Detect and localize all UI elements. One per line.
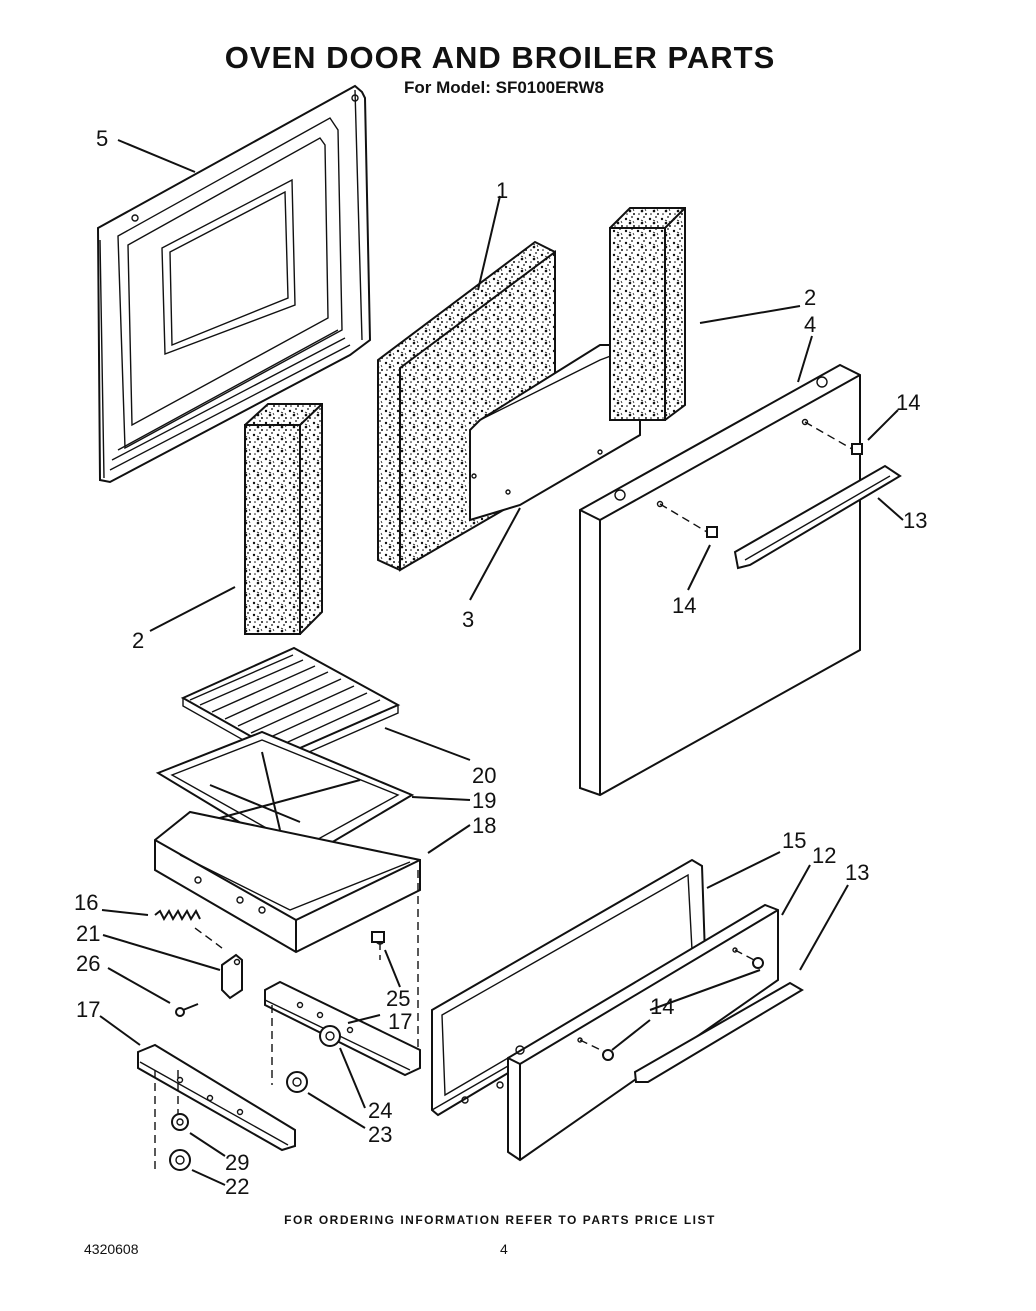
callout-3: 3 [462, 607, 474, 632]
clip-25 [371, 931, 385, 960]
callout-23: 23 [368, 1122, 392, 1147]
latch-screw [175, 1003, 199, 1017]
main-insulation-block [377, 240, 641, 572]
page-title: OVEN DOOR AND BROILER PARTS [224, 40, 776, 75]
broiler-door-handle [579, 949, 804, 1083]
callout-14-mid: 14 [672, 593, 696, 618]
document-number: 4320608 [84, 1241, 139, 1257]
callout-22: 22 [225, 1174, 249, 1199]
roller-23 [286, 1071, 308, 1093]
roller-24 [319, 1025, 341, 1047]
callout-20: 20 [472, 763, 496, 788]
callout-24: 24 [368, 1098, 392, 1123]
callout-14-lower: 14 [650, 994, 674, 1019]
callout-19: 19 [472, 788, 496, 813]
drawer-spring [154, 908, 223, 949]
callout-26: 26 [76, 951, 100, 976]
leader-lines [99, 139, 904, 1186]
page-number: 4 [500, 1241, 508, 1257]
callout-14-upper: 14 [896, 390, 920, 415]
callout-18: 18 [472, 813, 496, 838]
drawer-rail-lower [137, 1043, 296, 1170]
drawer-rail-upper [264, 870, 421, 1085]
callout-17-upper: 17 [388, 1009, 412, 1034]
callout-17-lower: 17 [76, 997, 100, 1022]
callout-1: 1 [496, 178, 508, 203]
callout-labels: 5 1 2 4 14 13 2 3 14 20 19 18 15 12 13 1… [74, 126, 927, 1199]
callout-29: 29 [225, 1150, 249, 1175]
broiler-drawer [154, 810, 421, 954]
handle-spacers [659, 421, 863, 538]
insulation-strip-right [609, 207, 686, 421]
callout-4: 4 [804, 312, 816, 337]
callout-5: 5 [96, 126, 108, 151]
nut-29 [171, 1113, 189, 1131]
ordering-note: FOR ORDERING INFORMATION REFER TO PARTS … [284, 1213, 716, 1227]
callout-21: 21 [76, 921, 100, 946]
model-subtitle: For Model: SF0100ERW8 [404, 78, 604, 97]
outer-door-panel [579, 363, 861, 797]
callout-2-lower: 2 [132, 628, 144, 653]
callout-25: 25 [386, 986, 410, 1011]
roller-22 [169, 1149, 191, 1171]
broiler-outer-door [507, 903, 779, 1162]
callout-13-lower: 13 [845, 860, 869, 885]
callout-2-upper: 2 [804, 285, 816, 310]
insulation-strip-left [244, 403, 323, 635]
door-liner-panel [96, 84, 372, 484]
callout-13-upper: 13 [903, 508, 927, 533]
door-handle [733, 464, 902, 570]
latch-bracket [221, 953, 243, 1000]
callout-12: 12 [812, 843, 836, 868]
callout-15: 15 [782, 828, 806, 853]
callout-16: 16 [74, 890, 98, 915]
